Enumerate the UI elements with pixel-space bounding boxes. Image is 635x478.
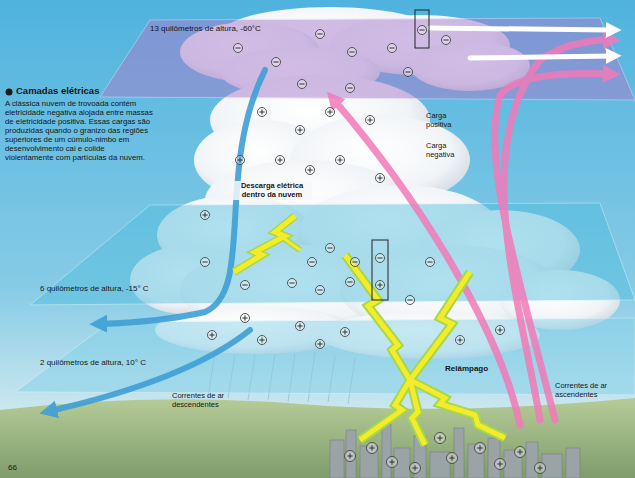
positive-charge-symbol xyxy=(306,166,315,175)
positive-charge-symbol xyxy=(387,457,398,468)
altitude-label: 6 quilômetros de altura, -15° C xyxy=(40,284,149,293)
negative-charge-symbol xyxy=(316,30,325,39)
negative-charge-symbol xyxy=(346,84,355,93)
positive-charge-symbol xyxy=(296,322,305,331)
negative-charge-symbol xyxy=(234,44,243,53)
positive-charge-symbol xyxy=(495,459,506,470)
section-heading: Camadas elétricas xyxy=(16,86,99,97)
positive-charge-symbol xyxy=(336,156,345,165)
positive-charge-symbol xyxy=(341,328,350,337)
negative-charge-symbol xyxy=(376,254,385,263)
negative-charge-symbol xyxy=(418,26,427,35)
positive-charge-symbol xyxy=(376,174,385,183)
positive-charge-symbol xyxy=(258,108,267,117)
positive-charge-symbol xyxy=(515,447,526,458)
positive-charge-symbol xyxy=(367,443,378,454)
negative-charge-symbol xyxy=(201,258,210,267)
current-label: Correntes de ar ascendentes xyxy=(555,382,621,399)
positive-charge-symbol xyxy=(241,314,250,323)
positive-charge-symbol xyxy=(345,451,356,462)
negative-charge-symbol xyxy=(346,278,355,287)
altitude-label: 13 quilômetros de altura, -60°C xyxy=(150,24,261,33)
positive-charge-symbol xyxy=(258,336,267,345)
positive-charge-symbol xyxy=(326,108,335,117)
negative-charge-symbol xyxy=(308,258,317,267)
positive-charge-symbol xyxy=(316,340,325,349)
negative-charge-symbol xyxy=(241,281,250,290)
page-number: 66 xyxy=(8,463,17,472)
negative-charge-symbol xyxy=(272,58,281,67)
negative-charge-symbol xyxy=(388,44,397,53)
positive-charge-symbol xyxy=(447,453,458,464)
negative-charge-symbol xyxy=(406,296,415,305)
negative-charge-symbol xyxy=(404,68,413,77)
negative-charge-symbol xyxy=(288,279,297,288)
positive-charge-symbol xyxy=(366,116,375,125)
positive-charge-symbol xyxy=(296,126,305,135)
positive-charge-symbol xyxy=(475,443,486,454)
negative-charge-symbol xyxy=(426,258,435,267)
positive-charge-symbol xyxy=(496,326,505,335)
charge-label: Carga positiva xyxy=(426,112,470,129)
positive-charge-symbol xyxy=(376,281,385,290)
positive-charge-symbol xyxy=(276,156,285,165)
altitude-label: 2 quilômetros de altura, 10° C xyxy=(40,358,146,367)
positive-charge-symbol xyxy=(236,156,245,165)
positive-charge-symbol xyxy=(208,331,217,340)
negative-charge-symbol xyxy=(442,36,451,45)
positive-charge-symbol xyxy=(535,463,546,474)
callout-label: Descarga elétrica dentro da nuvem xyxy=(232,181,312,200)
positive-charge-symbol xyxy=(435,433,446,444)
positive-charge-symbol xyxy=(201,211,210,220)
negative-charge-symbol xyxy=(351,258,360,267)
negative-charge-symbol xyxy=(298,80,307,89)
negative-charge-symbol xyxy=(326,244,335,253)
caption-paragraph: A clássica nuvem de trovoada contém elet… xyxy=(5,100,155,163)
lightning-label: Relâmpago xyxy=(445,364,488,373)
current-label: Correntes de ar descendentes xyxy=(172,392,236,409)
negative-charge-symbol xyxy=(316,286,325,295)
positive-charge-symbol xyxy=(410,463,421,474)
negative-charge-symbol xyxy=(348,48,357,57)
charge-label: Carga negativa xyxy=(426,142,470,159)
positive-charge-symbol xyxy=(456,336,465,345)
